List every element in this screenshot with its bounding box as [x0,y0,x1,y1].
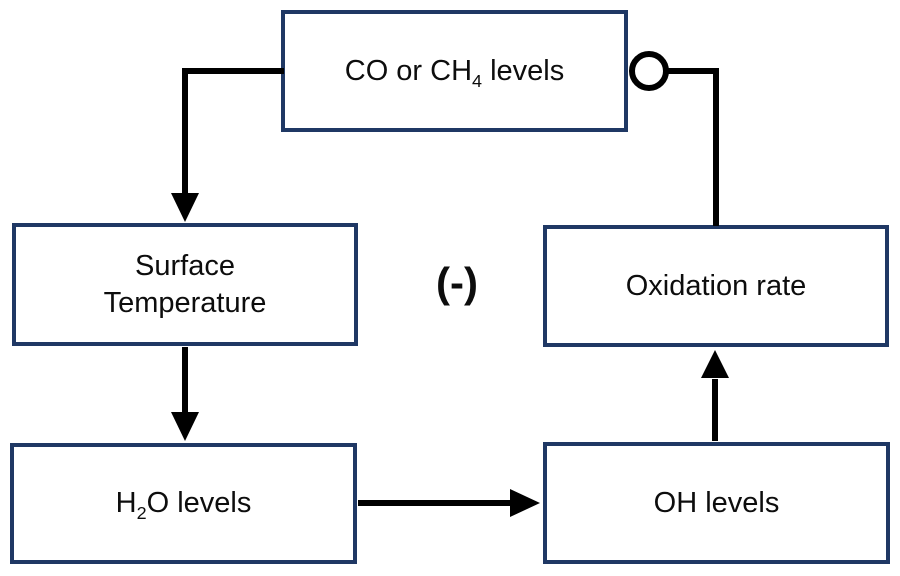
node-co-ch4-label: CO or CH4 levels [344,54,565,91]
node-oxidation-rate-label: Oxidation rate [625,269,807,302]
arrowhead-oh-to-oxidation [701,350,729,378]
node-h2o-levels: H2O levels [10,443,357,564]
inhibition-circle [629,51,669,91]
feedback-sign-label: (-) [436,259,478,306]
link-oxidation-to-co [667,68,719,226]
node-oh-levels: OH levels [543,442,890,564]
node-oxidation-rate: Oxidation rate [543,225,889,347]
arrowhead-h2o-to-oh [510,489,540,517]
node-h2o-label: H2O levels [115,487,252,524]
arrowhead-co-to-surface-temp [171,193,199,222]
node-oh-label: OH levels [653,486,780,519]
arrow-co-to-surface-temp [182,68,284,196]
node-co-ch4-levels: CO or CH4 levels [281,10,628,132]
arrowhead-surface-temp-to-h2o [171,412,199,441]
